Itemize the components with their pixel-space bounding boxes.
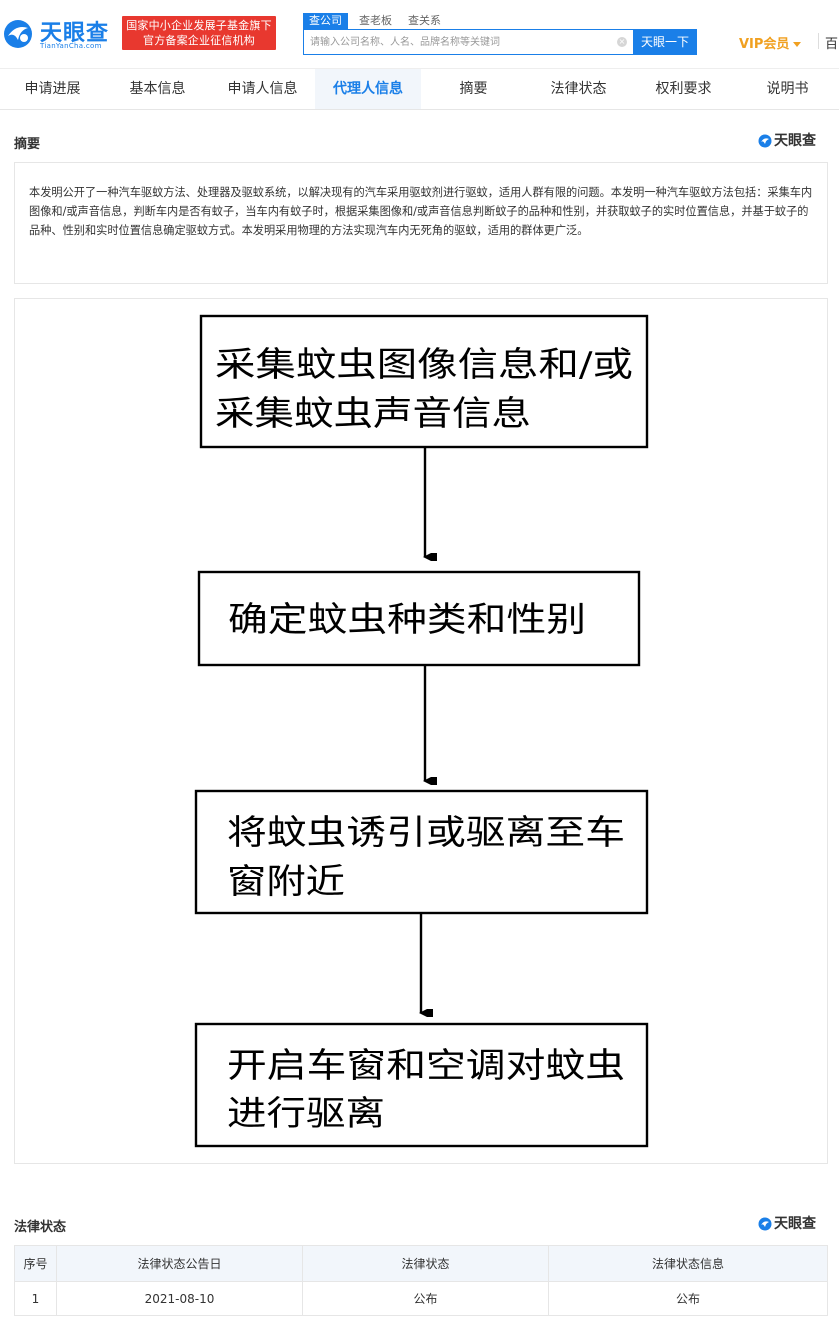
table-row: 1 2021-08-10 公布 公布 [14,1281,828,1316]
flowchart: 采集蚊虫图像信息和/或 采集蚊虫声音信息 确定蚊虫种类和性别 将蚊虫诱引或驱离至… [194,314,649,1148]
abstract-text: 本发明公开了一种汽车驱蚊方法、处理器及驱蚊系统，以解决现有的汽车采用驱蚊剂进行驱… [14,162,828,284]
flow-step-3-line1: 将蚊虫诱引或驱离至车 [227,813,625,853]
tianyancha-icon [758,1217,772,1231]
column-header-status-info: 法律状态信息 [548,1245,828,1282]
cell-status-info: 公布 [548,1281,828,1316]
tab-abstract[interactable]: 摘要 [459,81,488,97]
logo-text: 天眼查 [40,21,110,46]
legal-status-table: 序号 法律状态公告日 法律状态 法律状态信息 1 2021-08-10 公布 公… [14,1245,828,1316]
chevron-down-icon [793,42,802,47]
search-box: × [303,29,633,55]
column-header-index: 序号 [14,1245,57,1282]
abstract-title: 摘要 [14,137,41,152]
flow-step-1-line1: 采集蚊虫图像信息和/或 [215,345,633,385]
tianyancha-icon [758,134,772,148]
site-logo[interactable]: 天眼查 TianYanCha.com [2,14,114,54]
brand-watermark: 天眼查 [758,132,828,150]
gov-badge-line2: 官方备案企业征信机构 [143,34,255,47]
column-header-status: 法律状态 [302,1245,549,1282]
tab-agent-info[interactable]: 代理人信息 [315,69,421,109]
header-divider [818,33,819,49]
flow-step-2-line1: 确定蚊虫种类和性别 [228,600,586,640]
legal-status-title: 法律状态 [14,1220,67,1235]
flow-step-4-line2: 进行驱离 [227,1094,385,1134]
tab-claims[interactable]: 权利要求 [655,81,712,97]
clear-icon[interactable]: × [617,37,627,47]
abstract-figure: 采集蚊虫图像信息和/或 采集蚊虫声音信息 确定蚊虫种类和性别 将蚊虫诱引或驱离至… [14,298,828,1164]
table-header-row: 序号 法律状态公告日 法律状态 法律状态信息 [14,1245,828,1282]
top-header: 天眼查 TianYanCha.com 国家中小企业发展子基金旗下 官方备案企业征… [0,0,839,68]
search-button[interactable]: 天眼一下 [633,29,697,55]
flow-step-1-box [199,314,649,449]
gov-badge: 国家中小企业发展子基金旗下 官方备案企业征信机构 [122,16,276,50]
brand-text: 天眼查 [774,133,816,149]
flow-step-3-box [194,789,649,915]
search-tab-relation[interactable]: 查关系 [408,14,441,27]
logo-subtext: TianYanCha.com [40,42,102,50]
tab-applicant-info[interactable]: 申请人信息 [227,81,298,97]
search-tab-boss[interactable]: 查老板 [359,14,392,27]
header-more-link[interactable]: 百 [825,37,839,52]
cell-index: 1 [14,1281,57,1316]
flow-step-3-line2: 窗附近 [227,862,345,902]
search-tab-company[interactable]: 查公司 [303,13,348,29]
vip-label: VIP会员 [739,37,790,52]
column-header-date: 法律状态公告日 [56,1245,303,1282]
flow-step-4-line1: 开启车窗和空调对蚊虫 [227,1046,625,1086]
tab-description[interactable]: 说明书 [766,81,809,97]
logo-icon [4,20,32,48]
flow-step-4-box [194,1022,649,1148]
brand-watermark-legal: 天眼查 [758,1215,828,1233]
tab-basic-info[interactable]: 基本信息 [129,81,186,97]
cell-date: 2021-08-10 [56,1281,303,1316]
vip-menu[interactable]: VIP会员 [739,33,802,52]
flow-step-1-line2: 采集蚊虫声音信息 [215,394,531,434]
gov-badge-line1: 国家中小企业发展子基金旗下 [126,19,272,32]
search-input[interactable] [304,30,614,54]
tab-application-progress[interactable]: 申请进展 [24,81,81,97]
detail-nav: 申请进展 基本信息 申请人信息 代理人信息 摘要 法律状态 权利要求 说明书 [0,68,839,110]
flow-step-2-box [197,570,641,667]
cell-status: 公布 [302,1281,549,1316]
tab-legal-status[interactable]: 法律状态 [550,81,607,97]
brand-text: 天眼查 [774,1216,816,1232]
